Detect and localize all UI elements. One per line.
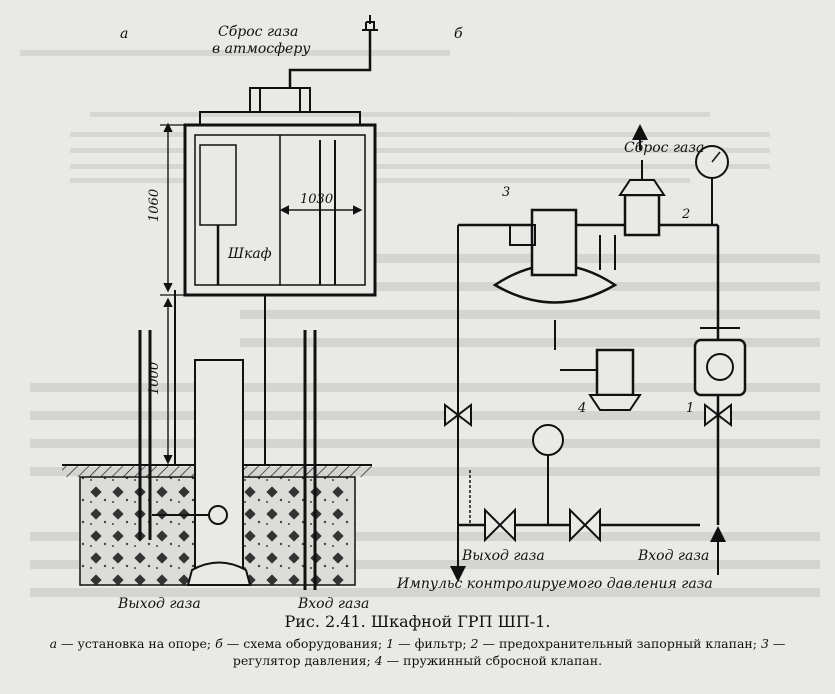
gas-inlet-label-a: Вход газа (297, 596, 369, 612)
panel-a-installation (62, 15, 378, 590)
valve-bottom-1 (484, 507, 516, 543)
vent-label-line2: в атмосферу (212, 41, 311, 57)
legend-key-2: 2 (470, 636, 479, 651)
cabinet-label: Шкаф (227, 246, 272, 262)
impulse-label: Импульс контролируемого давления газа (396, 576, 713, 592)
marker-3: 3 (502, 185, 510, 200)
gas-inlet-label-b: Вход газа (637, 548, 709, 564)
dim-1000: 1000 (147, 362, 162, 395)
pressure-regulator (492, 208, 618, 350)
caption-title: Рис. 2.41. Шкафной ГРП ШП-1. (284, 612, 551, 631)
legend-key-a: а (49, 636, 58, 651)
foundation-right (234, 476, 356, 586)
valve-bottom-2 (569, 507, 601, 543)
panel-b-scheme (444, 124, 747, 582)
panel-a-label: а (120, 26, 128, 42)
gas-outlet-label-b: Выход газа (461, 548, 545, 564)
figure-caption: Рис. 2.41. Шкафной ГРП ШП-1. а — установ… (30, 612, 805, 669)
marker-2: 2 (681, 207, 690, 222)
legend-text-3: — регулятор давления; (232, 636, 786, 668)
legend-text-1: — фильтр; (394, 636, 471, 651)
valve-left (444, 402, 472, 428)
dim-1030: 1030 (300, 192, 333, 207)
marker-1: 1 (686, 401, 694, 416)
legend-key-b: б (215, 636, 223, 651)
legend-text-b: — схема оборудования; (222, 636, 387, 651)
filter (693, 327, 747, 397)
legend-text-2: — предохранительный запорный клапан; (478, 636, 761, 651)
valve-right (704, 402, 732, 428)
safety-shutoff-valve (599, 160, 666, 270)
legend-key-1: 1 (386, 636, 395, 651)
caption-legend: а — установка на опоре; б — схема оборуд… (30, 635, 805, 669)
gas-outlet-label-a: Выход газа (117, 596, 201, 612)
marker-4: 4 (577, 401, 586, 416)
legend-text-a: — установка на опоре; (57, 636, 216, 651)
relief-valve (560, 348, 642, 411)
vent-label-b: Сброс газа (624, 140, 704, 156)
legend-key-3: 3 (760, 636, 769, 651)
dimensions-a (160, 122, 363, 465)
vent-label-line1: Сброс газа (218, 24, 298, 40)
legend-key-4: 4 (374, 653, 383, 668)
panel-b-label: б (454, 26, 463, 42)
dim-1060: 1060 (147, 189, 162, 222)
legend-text-4: — пружинный сбросной клапан. (382, 653, 603, 668)
